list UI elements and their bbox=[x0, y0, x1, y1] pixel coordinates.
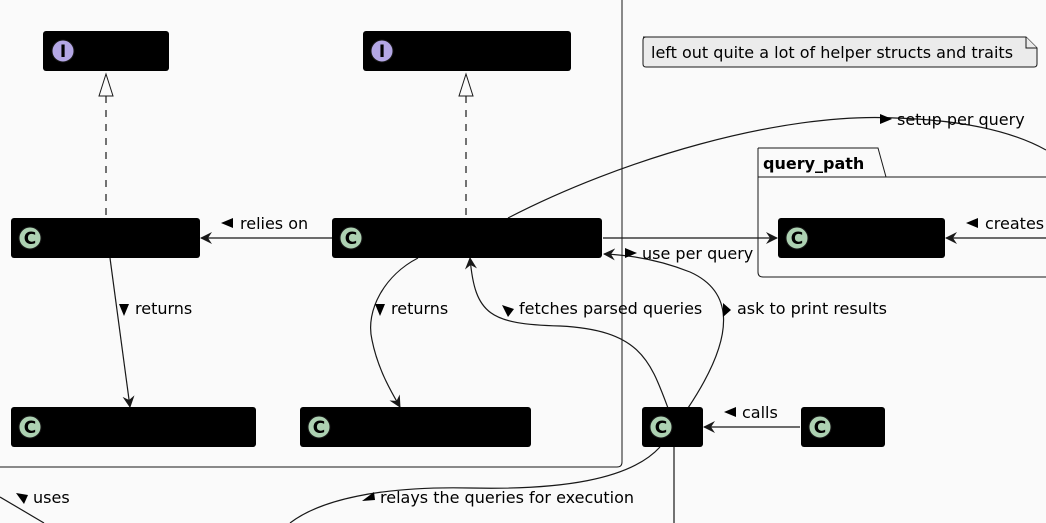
node-query-path-dfa[interactable]: C QueryPathDFA bbox=[778, 218, 945, 258]
label-creates: creates bbox=[966, 214, 1044, 233]
realization-arrowhead-engine bbox=[458, 72, 474, 97]
svg-text:use per query: use per query bbox=[642, 244, 753, 263]
label-uses: uses bbox=[16, 488, 70, 507]
class-icon: C bbox=[345, 229, 357, 249]
node-label: main bbox=[837, 418, 879, 438]
svg-text:fetches parsed queries: fetches parsed queries bbox=[519, 299, 702, 318]
node-input-output-engine[interactable]: I InputOutputEngine bbox=[363, 31, 571, 71]
label-returns-tokenizer: returns bbox=[119, 299, 192, 318]
node-label: QueryTokenizerIterator bbox=[47, 418, 242, 438]
edge-relays bbox=[289, 446, 661, 523]
edge-fetches-parsed-queries bbox=[464, 257, 669, 409]
label-calls: calls bbox=[724, 403, 778, 422]
svg-text:creates: creates bbox=[985, 214, 1044, 233]
node-default-input-output-engine[interactable]: C DefaultInputOutputEngine bbox=[332, 218, 602, 258]
svg-text:relies on: relies on bbox=[240, 214, 308, 233]
label-ask-to-print: ask to print results bbox=[723, 299, 887, 318]
label-returns-engine: returns bbox=[375, 299, 448, 318]
left-frame bbox=[0, 0, 623, 468]
label-fetches: fetches parsed queries bbox=[502, 299, 702, 318]
interface-icon: I bbox=[60, 42, 66, 62]
node-label: lib bbox=[678, 418, 698, 438]
edge-returns-tokenizer bbox=[109, 257, 135, 408]
node-label: DefaultTokenizer bbox=[47, 229, 189, 249]
node-tokenizer[interactable]: I Tokenizer bbox=[43, 31, 169, 71]
label-use-per-query: use per query bbox=[625, 244, 753, 263]
note-text: left out quite a lot of helper structs a… bbox=[651, 43, 1013, 62]
class-icon: C bbox=[791, 229, 803, 249]
edge-returns-engine bbox=[370, 257, 419, 408]
note: left out quite a lot of helper structs a… bbox=[642, 36, 1038, 68]
package-query-path: query_path bbox=[757, 147, 1046, 278]
class-icon: C bbox=[814, 418, 826, 438]
class-icon: C bbox=[313, 418, 325, 438]
node-label: QueryRequestIterator bbox=[336, 418, 520, 438]
svg-text:ask to print results: ask to print results bbox=[737, 299, 887, 318]
label-setup-per-query: setup per query bbox=[880, 110, 1025, 129]
interface-icon: I bbox=[379, 42, 385, 62]
edge-setup-per-query bbox=[507, 116, 1046, 219]
edge-ask-to-print bbox=[603, 248, 725, 409]
node-default-tokenizer[interactable]: C DefaultTokenizer bbox=[11, 218, 200, 258]
node-lib[interactable]: C lib bbox=[642, 407, 703, 447]
node-label: Tokenizer bbox=[79, 42, 161, 62]
package-title: query_path bbox=[763, 154, 864, 173]
svg-text:uses: uses bbox=[33, 488, 70, 507]
svg-text:setup per query: setup per query bbox=[897, 110, 1025, 129]
label-relays: relays the queries for execution bbox=[362, 488, 634, 507]
node-query-tokenizer-iterator[interactable]: C QueryTokenizerIterator bbox=[11, 407, 256, 447]
class-icon: C bbox=[24, 229, 36, 249]
class-icon: C bbox=[24, 418, 36, 438]
node-query-request-iterator[interactable]: C QueryRequestIterator bbox=[300, 407, 531, 447]
node-label: QueryPathDFA bbox=[814, 229, 936, 249]
svg-text:returns: returns bbox=[391, 299, 448, 318]
svg-text:relays the queries for executi: relays the queries for execution bbox=[380, 488, 634, 507]
edge-labels: setup per query creates relies on use pe… bbox=[16, 110, 1044, 507]
node-label: DefaultInputOutputEngine bbox=[368, 229, 591, 249]
svg-text:returns: returns bbox=[135, 299, 192, 318]
realization-arrowhead-tokenizer bbox=[98, 72, 114, 97]
svg-text:calls: calls bbox=[742, 403, 778, 422]
node-main[interactable]: C main bbox=[801, 407, 885, 447]
class-icon: C bbox=[655, 418, 667, 438]
edge-uses bbox=[0, 496, 45, 523]
label-relies-on: relies on bbox=[221, 214, 308, 233]
edges bbox=[0, 72, 1046, 523]
node-label: InputOutputEngine bbox=[398, 42, 559, 62]
